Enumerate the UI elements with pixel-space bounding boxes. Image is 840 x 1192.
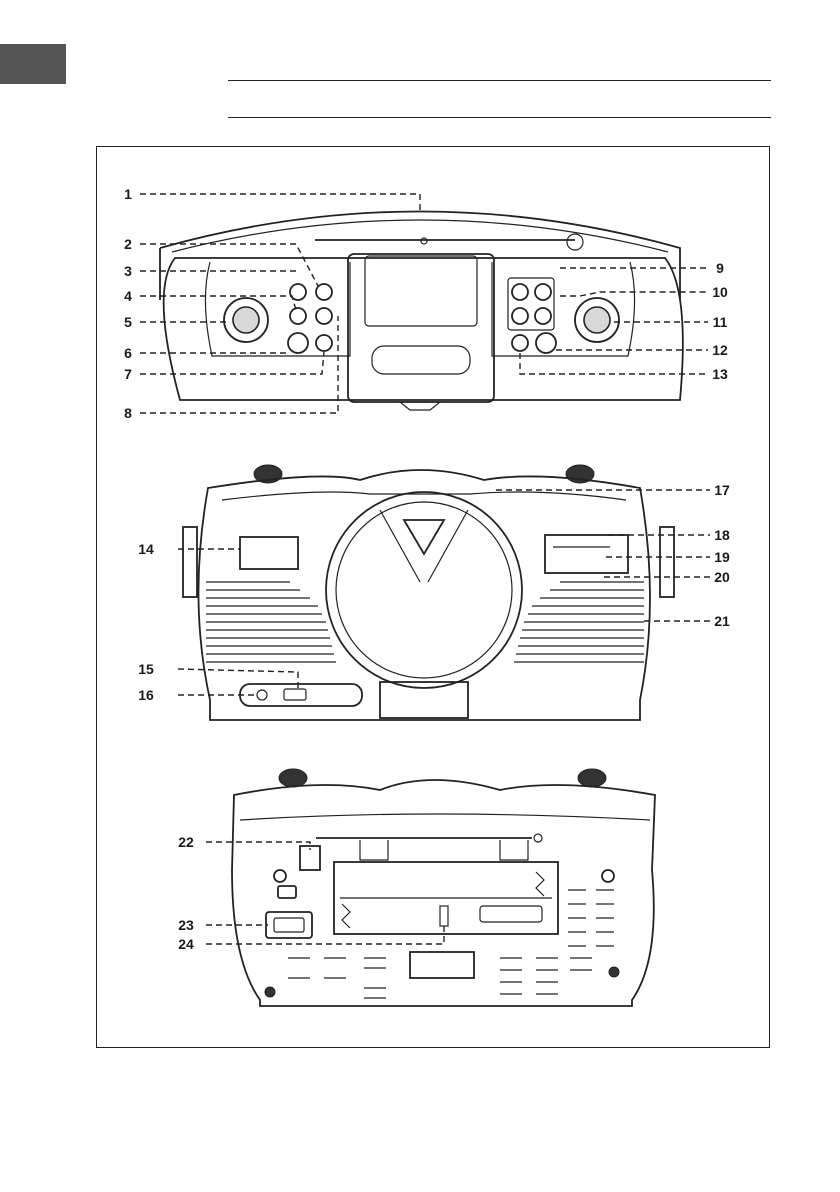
callout-6: 6 <box>124 345 132 361</box>
callout-24: 24 <box>178 936 194 952</box>
callout-7: 7 <box>124 366 132 382</box>
callout-1: 1 <box>124 186 132 202</box>
back-view-drawing <box>232 769 655 1006</box>
left-speaker-grille <box>206 582 336 662</box>
callout-13: 13 <box>712 366 728 382</box>
callout-9: 9 <box>716 260 724 276</box>
callout-18: 18 <box>714 527 730 543</box>
callout-22: 22 <box>178 834 194 850</box>
callout-14: 14 <box>138 541 154 557</box>
top-view-drawing <box>160 212 683 411</box>
top-view-leaders <box>140 194 710 413</box>
callout-12: 12 <box>712 342 728 358</box>
callout-15: 15 <box>138 661 154 677</box>
callout-5: 5 <box>124 314 132 330</box>
callout-2: 2 <box>124 236 132 252</box>
callout-21: 21 <box>714 613 730 629</box>
right-speaker-grille <box>514 582 644 662</box>
callout-20: 20 <box>714 569 730 585</box>
front-view-drawing <box>183 465 674 720</box>
callout-11: 11 <box>713 314 728 330</box>
callout-16: 16 <box>138 687 154 703</box>
callout-8: 8 <box>124 405 132 421</box>
callout-19: 19 <box>714 549 730 565</box>
callout-17: 17 <box>714 482 730 498</box>
callout-4: 4 <box>124 288 132 304</box>
callout-10: 10 <box>712 284 728 300</box>
back-view-leaders <box>206 842 444 944</box>
callout-23: 23 <box>178 917 194 933</box>
callout-3: 3 <box>124 263 132 279</box>
